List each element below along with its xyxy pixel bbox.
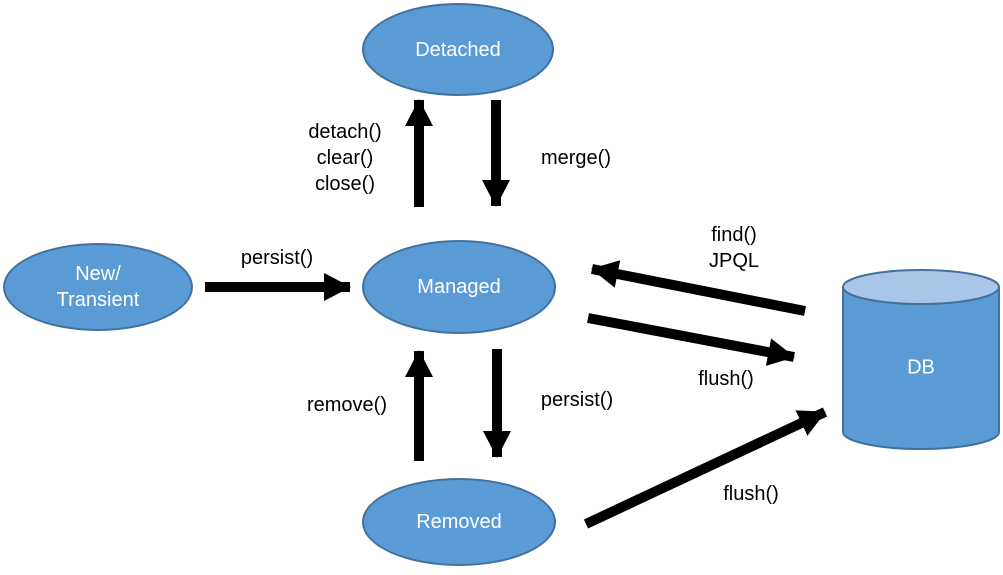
edge-label-merge: merge() <box>540 147 612 169</box>
db-cylinder-body <box>842 287 1000 450</box>
edge-label-flush-bottom: flush() <box>723 483 779 505</box>
node-new-transient: New/ Transient <box>3 243 193 331</box>
edge-label-persist-top: persist() <box>240 247 314 269</box>
node-detached: Detached <box>362 3 554 96</box>
node-new-transient-label: New/ Transient <box>56 263 140 311</box>
node-db-label: DB <box>907 356 935 379</box>
arrow-managed-to-db <box>587 313 795 366</box>
node-removed: Removed <box>362 478 556 566</box>
edge-label-persist-bottom: persist() <box>540 389 614 411</box>
arrow-db-to-managed <box>591 260 806 316</box>
edge-label-remove: remove() <box>306 394 388 416</box>
node-detached-label: Detached <box>415 38 501 61</box>
node-removed-label: Removed <box>416 511 502 533</box>
db-cylinder-top <box>842 269 1000 305</box>
node-managed-label: Managed <box>417 276 501 298</box>
edge-label-detach-clear-close: detach() clear() close() <box>308 121 382 195</box>
arrow-removed-to-db <box>583 407 828 529</box>
node-managed: Managed <box>362 240 556 334</box>
edge-label-flush-middle: flush() <box>698 368 754 390</box>
edge-label-find-jpql: find() JPQL <box>708 224 760 272</box>
